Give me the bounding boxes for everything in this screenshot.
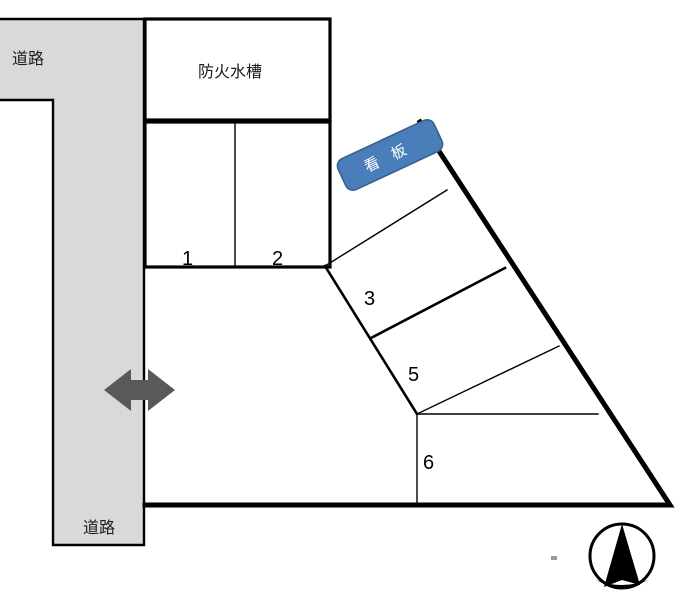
- stall-3-upper-edge: [324, 189, 448, 267]
- stall-divider-3-5: [369, 266, 507, 340]
- road-label-top: 道路: [12, 49, 44, 68]
- stall-number-1: 1: [182, 248, 193, 270]
- stall-number-6: 6: [423, 452, 434, 474]
- road-label-bottom: 道路: [83, 518, 115, 537]
- double-headed-arrow-icon: [104, 369, 175, 411]
- angled-block-left-edge: [323, 264, 419, 416]
- compass-needle: [604, 524, 640, 587]
- signboard-plate: [336, 119, 444, 191]
- property-boundary: [142, 118, 675, 508]
- map-speck-mark: [551, 556, 557, 560]
- signboard: 看 板: [336, 119, 444, 191]
- fire-cistern-box: [143, 17, 332, 122]
- stall-number-5: 5: [408, 364, 419, 386]
- stall-number-2: 2: [272, 248, 283, 270]
- stall-number-3: 3: [364, 288, 375, 310]
- road-area: [0, 17, 146, 547]
- compass-south-cap: [596, 580, 648, 587]
- stall-block-12: [143, 120, 332, 269]
- north-arrow-icon: [588, 522, 656, 590]
- fire-cistern-label: 防火水槽: [198, 62, 262, 81]
- stall-divider-5-lower: [416, 345, 560, 415]
